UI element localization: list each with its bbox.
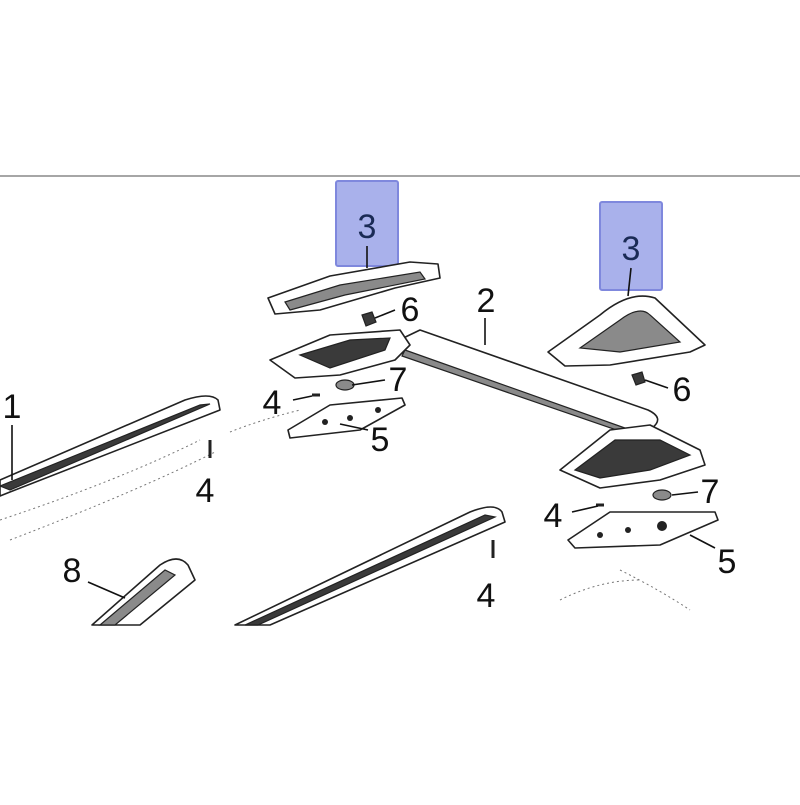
- part-left-foot-bracket: [269, 329, 411, 379]
- callout-7-left: 7: [389, 361, 408, 399]
- background-hatching: [229, 409, 691, 611]
- callout-8: 8: [63, 552, 82, 590]
- callout-3-left: 3: [358, 208, 377, 246]
- part-1-roof-rail: [0, 395, 221, 541]
- part-6-clip-left: [361, 311, 377, 327]
- callout-4-right-lower: 4: [477, 577, 496, 615]
- part-right-foot-bracket: [559, 424, 706, 489]
- part-6-clip-right: [631, 371, 646, 386]
- part-3-right-cover: [547, 295, 706, 367]
- callout-1: 1: [3, 388, 22, 426]
- callout-5-right: 5: [718, 543, 737, 581]
- frame-bottom-mask: [0, 625, 800, 800]
- highlight-box-3-right[interactable]: [599, 201, 663, 291]
- callout-6-left: 6: [401, 291, 420, 329]
- callout-2: 2: [477, 282, 496, 320]
- callout-4-right-upper: 4: [544, 497, 563, 535]
- part-7-washer-right: [652, 489, 672, 501]
- part-3-left-cover: [267, 261, 441, 315]
- leader-lines: [11, 246, 716, 599]
- callout-7-right: 7: [701, 473, 720, 511]
- callout-4-left-lower: 4: [196, 472, 215, 510]
- part-5-gasket-right: [567, 511, 719, 549]
- part-7-washer-left: [335, 379, 355, 391]
- callout-6-right: 6: [673, 371, 692, 409]
- part-roof-rail-right: [234, 506, 506, 626]
- part-5-gasket-left: [287, 397, 406, 439]
- callout-4-left-upper: 4: [263, 384, 282, 422]
- part-8-end-cap: [91, 558, 196, 626]
- callout-3-right: 3: [622, 230, 641, 268]
- callout-5-left: 5: [371, 421, 390, 459]
